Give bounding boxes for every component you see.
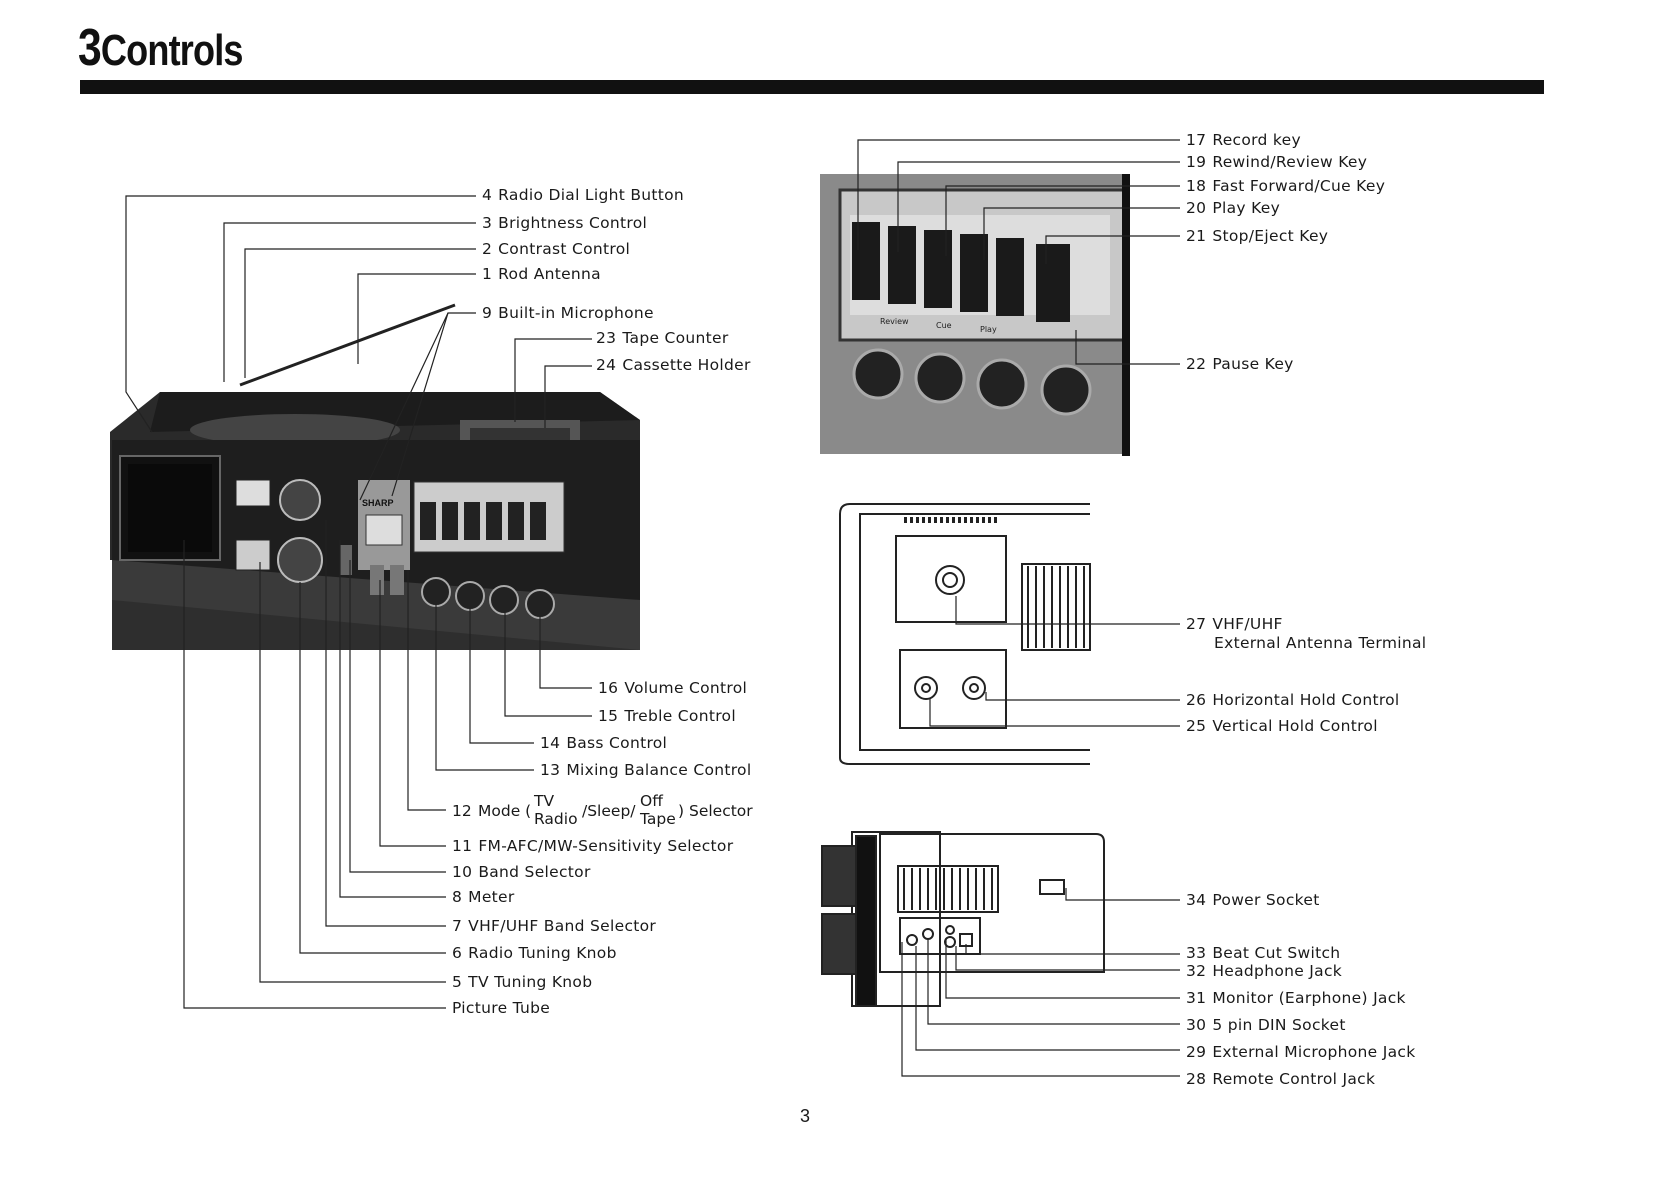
mode-num: 12	[452, 802, 472, 820]
mode-radio: Radio	[534, 810, 578, 828]
key-caption-cue: Cue	[936, 321, 952, 330]
side-panel-illustration	[821, 831, 1105, 1007]
mode-suffix: ) Selector	[678, 802, 753, 820]
mode-tv: TV	[534, 792, 555, 810]
keys-panel-illustration: Review Cue Play	[820, 174, 1130, 456]
mode-sleep: /Sleep/	[582, 802, 636, 820]
leader-lines	[125, 139, 1180, 1077]
page-number: 3	[800, 1106, 811, 1126]
key-caption-review: Review	[880, 317, 909, 326]
label-external-antenna-terminal: External Antenna Terminal	[1214, 634, 1427, 652]
mode-tape: Tape	[640, 810, 676, 828]
key-caption-play: Play	[980, 325, 997, 334]
title-rule	[80, 80, 1544, 94]
back-panel-illustration	[839, 503, 1091, 765]
mode-off: Off	[640, 792, 663, 810]
section-name: Controls	[100, 26, 244, 75]
label-picture-tube: Picture Tube	[452, 999, 551, 1017]
section-title: 3Controls	[78, 18, 243, 78]
label-mode-selector: 12 Mode ( TV Radio /Sleep/ Off Tape ) Se…	[452, 790, 753, 830]
mode-prefix: Mode (	[478, 802, 532, 820]
section-number: 3	[78, 19, 102, 77]
main-unit-illustration: SHARP	[110, 303, 640, 650]
brand-logo: SHARP	[362, 498, 394, 508]
